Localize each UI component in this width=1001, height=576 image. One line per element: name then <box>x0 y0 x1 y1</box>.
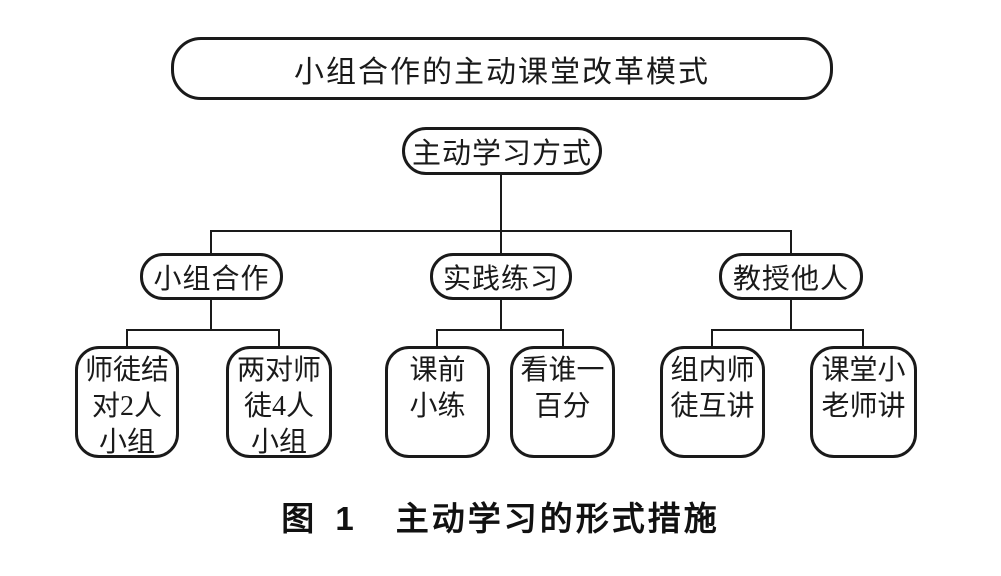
node-in-group-mutual-teaching: 组内师 徒互讲 <box>660 346 765 458</box>
leaf-text-line: 百分 <box>534 391 591 422</box>
connector-cooperation-bar <box>126 329 280 331</box>
node-active-learning-methods-label: 主动学习方式 <box>411 138 592 170</box>
connector-level2-stem <box>500 175 502 255</box>
leaf-text-line: 两对师 <box>236 355 321 386</box>
leaf-text-line: 课前 <box>409 355 466 386</box>
figure-number: 图 1 <box>281 500 360 537</box>
figure-caption: 图 1 主动学习的形式措施 <box>0 492 1001 540</box>
connector-drop-leaf-1 <box>126 329 128 346</box>
figure-caption-text: 主动学习的形式措施 <box>395 500 720 537</box>
connector-drop-leaf-5 <box>711 329 713 346</box>
connector-teaching-bar <box>711 329 864 331</box>
node-pre-class-practice: 课前 小练 <box>385 346 490 458</box>
node-group-cooperation: 小组合作 <box>140 253 283 300</box>
leaf-text-line: 组内师 <box>670 355 755 386</box>
connector-drop-leaf-6 <box>862 329 864 346</box>
node-reform-model: 小组合作的主动课堂改革模式 <box>171 37 833 100</box>
node-teach-others: 教授他人 <box>719 253 863 300</box>
connector-drop-branch-cooperation <box>210 230 212 255</box>
leaf-text-line: 徒4人 <box>243 391 314 422</box>
node-who-scores-100: 看谁一 百分 <box>510 346 615 458</box>
node-teach-others-label: 教授他人 <box>732 263 849 295</box>
leaf-text-line: 看谁一 <box>520 355 605 386</box>
leaf-text-line: 小组 <box>250 427 307 458</box>
node-reform-model-label: 小组合作的主动课堂改革模式 <box>294 55 710 89</box>
node-practice-exercise-label: 实践练习 <box>442 263 559 295</box>
node-group-cooperation-label: 小组合作 <box>153 263 270 295</box>
node-two-pairs-4-group: 两对师 徒4人 小组 <box>226 346 332 458</box>
leaf-text-line: 对2人 <box>91 391 162 422</box>
leaf-text-line: 小练 <box>409 391 466 422</box>
connector-drop-leaf-3 <box>436 329 438 346</box>
leaf-text-line: 课堂小 <box>821 355 906 386</box>
connector-cooperation-stem <box>210 300 212 331</box>
leaf-text-line: 徒互讲 <box>670 391 755 422</box>
connector-teaching-stem <box>790 300 792 331</box>
connector-branches-bar <box>210 230 792 232</box>
connector-practice-bar <box>436 329 564 331</box>
connector-drop-leaf-2 <box>278 329 280 346</box>
connector-practice-stem <box>500 300 502 331</box>
node-class-little-teacher: 课堂小 老师讲 <box>810 346 917 458</box>
node-active-learning-methods: 主动学习方式 <box>402 127 602 175</box>
leaf-text-line: 老师讲 <box>821 391 906 422</box>
connector-drop-branch-teaching <box>790 230 792 255</box>
connector-drop-leaf-4 <box>562 329 564 346</box>
leaf-text-line: 小组 <box>98 427 155 458</box>
leaf-text-line: 师徒结 <box>84 355 169 386</box>
node-practice-exercise: 实践练习 <box>430 253 572 300</box>
node-mentor-pair-2-group: 师徒结 对2人 小组 <box>75 346 179 458</box>
